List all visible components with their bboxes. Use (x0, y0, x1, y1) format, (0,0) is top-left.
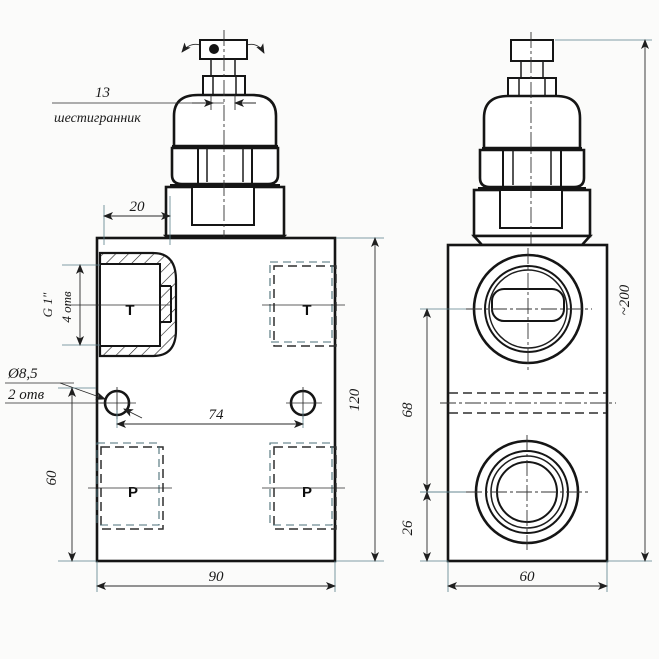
side-port-p-circles (466, 435, 590, 550)
adjust-screw-socket (209, 44, 219, 54)
front-port-t-left-section: T (66, 251, 178, 358)
front-valve-stack (162, 30, 288, 265)
front-port-p-right-hidden: P (262, 442, 345, 530)
dim-60-front-group: 60 (44, 387, 96, 562)
front-port-p-left-hidden: P (88, 442, 172, 530)
side-hex-nut (478, 148, 586, 189)
dim-60-side-group: 60 (447, 561, 608, 592)
side-view (440, 32, 616, 563)
side-cartridge-taper (471, 234, 593, 247)
dim-200: ~200 (617, 284, 633, 315)
dim-hex-size: 13 (95, 85, 110, 101)
dim-26: 26 (400, 520, 416, 536)
dim-74: 74 (209, 407, 225, 423)
rotation-arrow-right (246, 43, 265, 54)
hex-nut (170, 146, 280, 186)
dim-68: 68 (400, 402, 416, 418)
dim-90: 90 (209, 569, 225, 585)
side-valve-stack (471, 32, 593, 264)
dim-74-group: 74 (116, 407, 304, 428)
note-thread-group: G 1" 4 отв (40, 264, 100, 346)
note-hex-size: 13 шестигранник (52, 85, 256, 126)
side-adjust-screw-head (510, 39, 554, 62)
adjust-screw-head (199, 39, 248, 60)
dim-200-group: ~200 (555, 39, 652, 562)
dim-90-group: 90 (96, 561, 336, 592)
dim-120: 120 (347, 388, 363, 411)
note-hex-word: шестигранник (54, 111, 141, 126)
side-valve-dome-cap (482, 94, 582, 150)
dim-60-side: 60 (520, 569, 536, 585)
dim-20: 20 (130, 199, 146, 215)
note-hole-count: 2 отв (8, 387, 45, 403)
dim-20-group: 20 (103, 196, 171, 245)
side-port-t-circles (466, 248, 592, 372)
port-label-p-right: P (302, 484, 312, 501)
rotation-arrow-left (181, 42, 201, 53)
port-label-p-left: P (128, 484, 138, 501)
dim-60-front: 60 (44, 470, 60, 486)
cartridge-hex (191, 186, 255, 226)
side-lock-nut (507, 77, 557, 97)
note-thread-count: 4 отв (59, 291, 74, 323)
port-label-t-right: T (302, 302, 311, 319)
note-hole-dia-group: Ø8,5 2 отв (5, 366, 143, 419)
port-label-t-left: T (125, 302, 134, 319)
dim-26-group: 26 (400, 491, 466, 562)
note-thread-size: G 1" (40, 292, 55, 317)
front-view: T T P P (66, 30, 345, 563)
dim-120-group: 120 (336, 237, 384, 562)
side-hidden-hole-lines (440, 392, 616, 414)
valve-dome-cap (172, 93, 278, 148)
note-hole-dia: Ø8,5 (7, 366, 38, 382)
front-port-t-right-hidden: T (262, 261, 345, 347)
